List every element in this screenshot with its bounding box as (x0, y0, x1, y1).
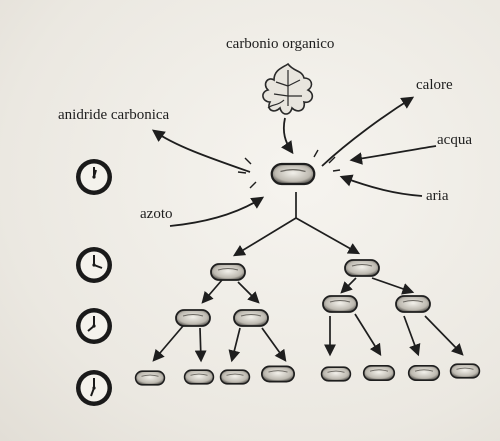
bacterium-gen1-b (345, 260, 379, 276)
label-carbonio-organico: carbonio organico (226, 37, 334, 52)
bacterium-gen3-g (409, 366, 440, 380)
clock-icon (76, 308, 112, 344)
bacterium-gen3-a (136, 371, 165, 385)
bacterium-gen1-a (211, 264, 245, 280)
leaf-icon (263, 64, 312, 114)
bacterium-gen3-b (185, 370, 214, 384)
label-acqua: acqua (437, 133, 472, 148)
bacterium-gen2-c (323, 296, 357, 312)
bacterium-main (272, 164, 315, 184)
bacterium-gen3-h (451, 364, 480, 378)
bacterium-gen2-b (234, 310, 268, 326)
bacterium-gen3-e (322, 367, 351, 381)
input-output-arrows (154, 98, 436, 226)
label-aria: aria (426, 189, 448, 204)
bacterium-gen3-c (221, 370, 250, 384)
label-calore: calore (416, 78, 453, 93)
division-tree (154, 192, 462, 360)
bacterium-gen2-a (176, 310, 210, 326)
bacterium-gen3-d (262, 366, 294, 381)
clock-icon (76, 370, 112, 406)
bacterium-gen3-f (364, 366, 395, 380)
clock-icon (76, 159, 112, 195)
clock-icon (76, 247, 112, 283)
label-azoto: azoto (140, 207, 172, 222)
label-anidride-carbonica: anidride carbonica (58, 108, 169, 123)
bacterium-gen2-d (396, 296, 430, 312)
